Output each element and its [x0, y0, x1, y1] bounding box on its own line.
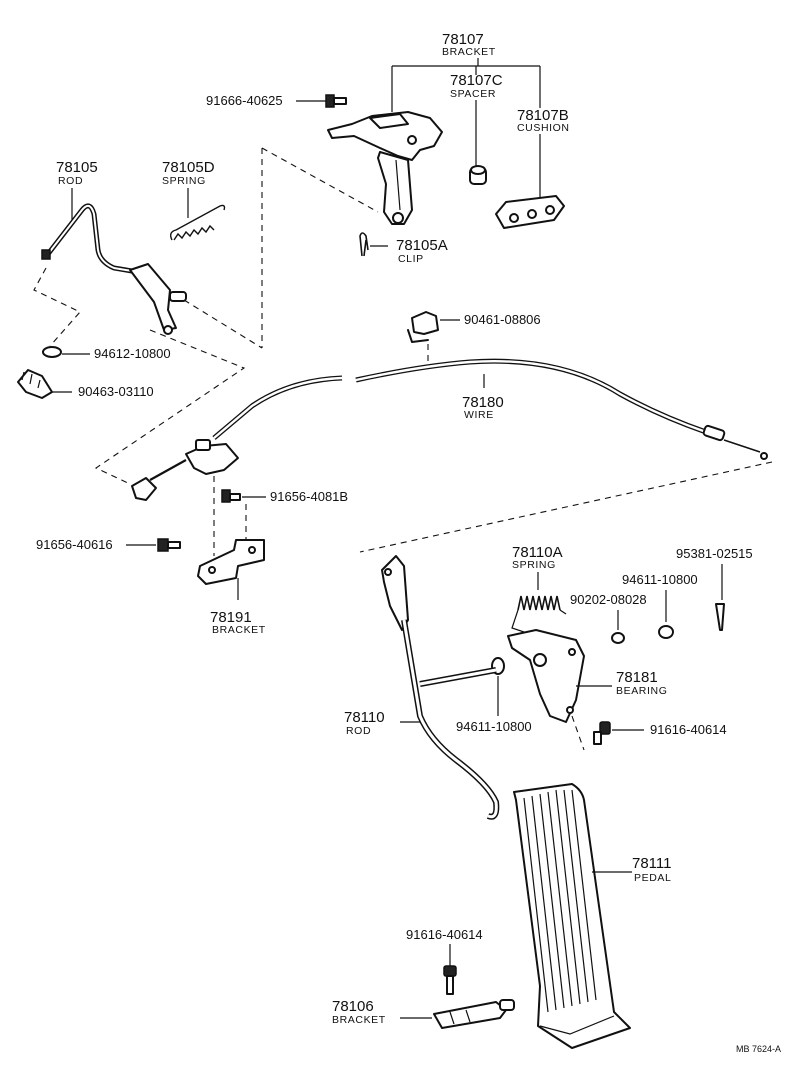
bolt-91616-right-part: [593, 721, 611, 745]
spring-78105d-part: [169, 204, 226, 241]
bracket-78191-name: BRACKET: [212, 624, 266, 636]
rod-78110-group: 78110 ROD: [344, 555, 500, 820]
bracket-78107-part: [327, 111, 443, 225]
rod-78105-name: ROD: [58, 175, 83, 187]
pedal-78111-name: PEDAL: [634, 872, 671, 884]
washer-90202-part: [611, 632, 625, 644]
bolt-91656-b-number: 91656-4081B: [270, 489, 348, 504]
bolt-91666-group: 91666-40625: [206, 93, 347, 108]
clip-90463-group: 90463-03110: [17, 369, 154, 399]
pedal-78111-number: 78111: [632, 855, 672, 872]
spring-78110a-number: 78110A: [512, 544, 563, 561]
wire-78180-group: 78180 WIRE: [131, 358, 773, 553]
clip-78105a-name: CLIP: [398, 253, 424, 265]
bracket-78107-name: BRACKET: [442, 46, 496, 58]
spacer-78107c-name: SPACER: [450, 88, 496, 100]
rod-78105-part: [41, 203, 187, 335]
spacer-78107c-part: [469, 165, 487, 185]
washer-94611-top-part: [658, 625, 674, 639]
bolt-91656-b-part: [221, 489, 241, 503]
clamp-90461-group: 90461-08806: [407, 311, 541, 368]
spring-78105d-group: 78105D SPRING: [162, 159, 226, 241]
washer-94612-number: 94612-10800: [94, 346, 171, 361]
bracket-78106-group: 78106 BRACKET: [332, 998, 515, 1029]
bracket-78107-number: 78107: [442, 31, 484, 48]
spring-78105d-number: 78105D: [162, 159, 215, 176]
pedal-78111-group: 78111 PEDAL: [513, 783, 672, 1049]
diagram-ref-code: MB 7624-A: [736, 1044, 781, 1054]
pin-95381-number: 95381-02515: [676, 546, 753, 561]
bolt-91656-number: 91656-40616: [36, 537, 113, 552]
bracket-78107-group: 78107 BRACKET 78107C SPACER 78107B CUSHI…: [327, 31, 570, 229]
wire-78180-part: [131, 358, 768, 501]
cushion-78107b-part: [495, 195, 565, 229]
bearing-78181-group: 78181 BEARING: [507, 629, 667, 751]
rod-78105-group: 78105 ROD: [41, 159, 187, 335]
cushion-78107b-name: CUSHION: [517, 122, 570, 134]
dashed-guide-upper: [183, 147, 379, 349]
washer-94611-top-number: 94611-10800: [622, 572, 698, 587]
washer-94612-group: 94612-10800: [42, 346, 171, 361]
spring-78105d-name: SPRING: [162, 175, 206, 187]
washer-94611-group: 94611-10800: [456, 657, 532, 734]
bracket-78191-number: 78191: [210, 609, 252, 626]
dashed-guide-rod: [33, 267, 246, 485]
bolt-91616-right-number: 91616-40614: [650, 722, 727, 737]
washer-90202-number: 90202-08028: [570, 592, 647, 607]
clamp-90461-number: 90461-08806: [464, 312, 541, 327]
spring-78110a-name: SPRING: [512, 559, 556, 571]
rod-78105-number: 78105: [56, 159, 98, 176]
rod-78110-part: [381, 555, 500, 820]
bracket-78106-name: BRACKET: [332, 1014, 386, 1026]
washer-94611-number: 94611-10800: [456, 719, 532, 734]
bolt-91616-bottom-group: 91616-40614: [406, 927, 483, 995]
bolt-91656-part: [157, 538, 181, 552]
bolt-91616-bottom-part: [443, 965, 457, 995]
pedal-78111-part: [513, 783, 631, 1049]
bearing-78181-name: BEARING: [616, 685, 667, 697]
washer-94611-top-group: 94611-10800: [622, 572, 698, 639]
clamp-90461-part: [407, 311, 439, 343]
bolt-91616-bottom-number: 91616-40614: [406, 927, 483, 942]
bearing-78181-part: [507, 629, 585, 723]
clip-90463-number: 90463-03110: [78, 384, 154, 399]
bolt-91656-group: 91656-40616: [36, 537, 181, 552]
bolt-91656-b-group: 91656-4081B: [213, 476, 348, 556]
clip-78105a-part: [359, 232, 369, 257]
spacer-78107c-number: 78107C: [450, 72, 503, 89]
washer-94612-part: [42, 346, 62, 358]
washer-90202-group: 90202-08028: [570, 592, 647, 644]
bolt-91666-number: 91666-40625: [206, 93, 283, 108]
clip-90463-part: [17, 369, 53, 399]
bolt-91616-right-group: 91616-40614: [593, 721, 727, 745]
spring-78110a-group: 78110A SPRING: [511, 544, 567, 635]
pin-95381-part: [715, 603, 725, 631]
bracket-78106-part: [433, 999, 515, 1029]
bearing-78181-number: 78181: [616, 669, 658, 686]
bracket-78191-group: 78191 BRACKET: [197, 539, 266, 636]
bracket-78106-number: 78106: [332, 998, 374, 1015]
bracket-78191-part: [197, 539, 265, 585]
cushion-78107b-number: 78107B: [517, 107, 569, 124]
clip-78105a-number: 78105A: [396, 237, 448, 254]
clip-78105a-group: 78105A CLIP: [359, 232, 448, 265]
rod-78110-number: 78110: [344, 709, 385, 726]
rod-78110-name: ROD: [346, 725, 371, 737]
spring-78110a-part: [511, 595, 567, 635]
wire-78180-name: WIRE: [464, 409, 494, 421]
wire-78180-number: 78180: [462, 394, 504, 411]
bolt-91666-part: [325, 94, 347, 108]
pin-95381-group: 95381-02515: [676, 546, 753, 631]
